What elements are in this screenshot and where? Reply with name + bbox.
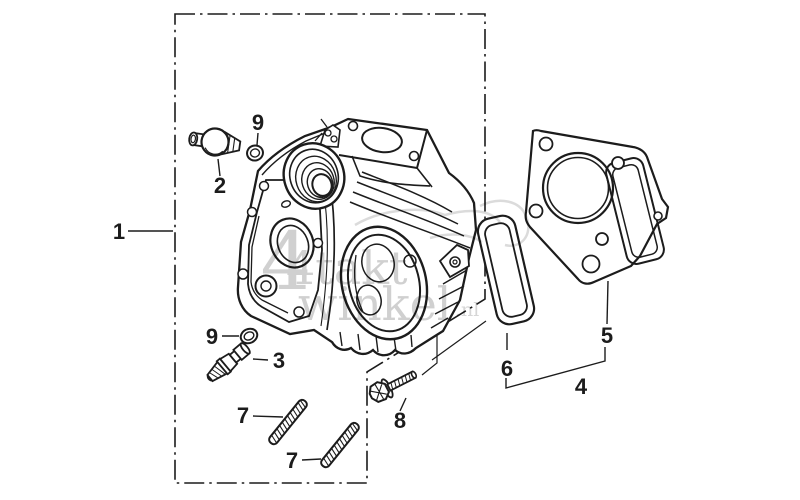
combustion-chamber xyxy=(339,225,429,341)
callout-9-bottom: 9 xyxy=(206,324,218,349)
o-ring-9-bottom xyxy=(239,327,259,345)
phantom-box xyxy=(174,13,486,484)
fin-edges-bottom xyxy=(339,331,413,353)
o-ring-9-top xyxy=(246,144,264,162)
valve-chamber-opening xyxy=(269,217,315,269)
spark-plug-hole xyxy=(403,254,417,268)
watermark-winkel: winkel xyxy=(298,277,452,331)
head-top-edge-line xyxy=(261,130,331,176)
cooling-fins-right xyxy=(430,269,468,329)
leader-7-upper xyxy=(252,415,284,418)
callout-7-lower: 7 xyxy=(286,448,298,473)
valve-seat xyxy=(356,284,382,316)
intake-port xyxy=(361,126,403,154)
cylinder-bore-opening xyxy=(541,151,615,225)
leader-5 xyxy=(606,280,609,325)
face-bolt-holes xyxy=(237,180,324,318)
cooling-fins-top xyxy=(349,171,471,249)
intake-flange xyxy=(338,120,433,188)
callout-5: 5 xyxy=(601,323,613,348)
leader-9-top xyxy=(256,132,259,146)
head-gasket-5 xyxy=(524,129,670,285)
flange-hole xyxy=(408,150,420,162)
callout-3: 3 xyxy=(273,348,285,373)
watermark: 4 4takt winkel .nl xyxy=(261,199,530,331)
callout-4: 4 xyxy=(575,374,588,399)
valve-seat xyxy=(361,243,395,283)
callout-6: 6 xyxy=(501,356,513,381)
callout-8: 8 xyxy=(394,408,406,433)
watermark-4: 4 xyxy=(261,215,312,308)
watermark-takt: 4takt xyxy=(286,241,408,295)
flange-hole xyxy=(347,120,359,132)
stud-7-lower xyxy=(318,420,362,470)
threaded-bore xyxy=(282,142,346,210)
bolt-holes xyxy=(528,136,663,274)
leader-2 xyxy=(217,158,221,177)
sealing-cap-3 xyxy=(206,342,251,383)
leader-8 xyxy=(399,397,407,412)
top-bracket xyxy=(314,118,341,148)
left-cover-face xyxy=(237,179,324,323)
callout-9-top: 9 xyxy=(252,110,264,135)
callout-1: 1 xyxy=(113,219,125,244)
leader-lines xyxy=(128,132,609,461)
watermark-silhouette xyxy=(354,199,530,247)
watermark-nl: .nl xyxy=(455,299,479,321)
gasket6-assembly-line xyxy=(431,320,487,361)
flange-bolt-8 xyxy=(368,370,418,403)
stud-7-upper xyxy=(266,397,310,447)
cylinder-head xyxy=(236,117,478,357)
callout-7-upper: 7 xyxy=(237,403,249,428)
sealing-cap-2 xyxy=(188,127,242,157)
tappet-cap-boss xyxy=(254,274,278,298)
leader-7-lower xyxy=(301,458,322,461)
bracket-4-5-6 xyxy=(505,347,606,389)
callout-2: 2 xyxy=(214,173,226,198)
leader-3 xyxy=(252,358,269,361)
side-flange xyxy=(438,243,470,279)
